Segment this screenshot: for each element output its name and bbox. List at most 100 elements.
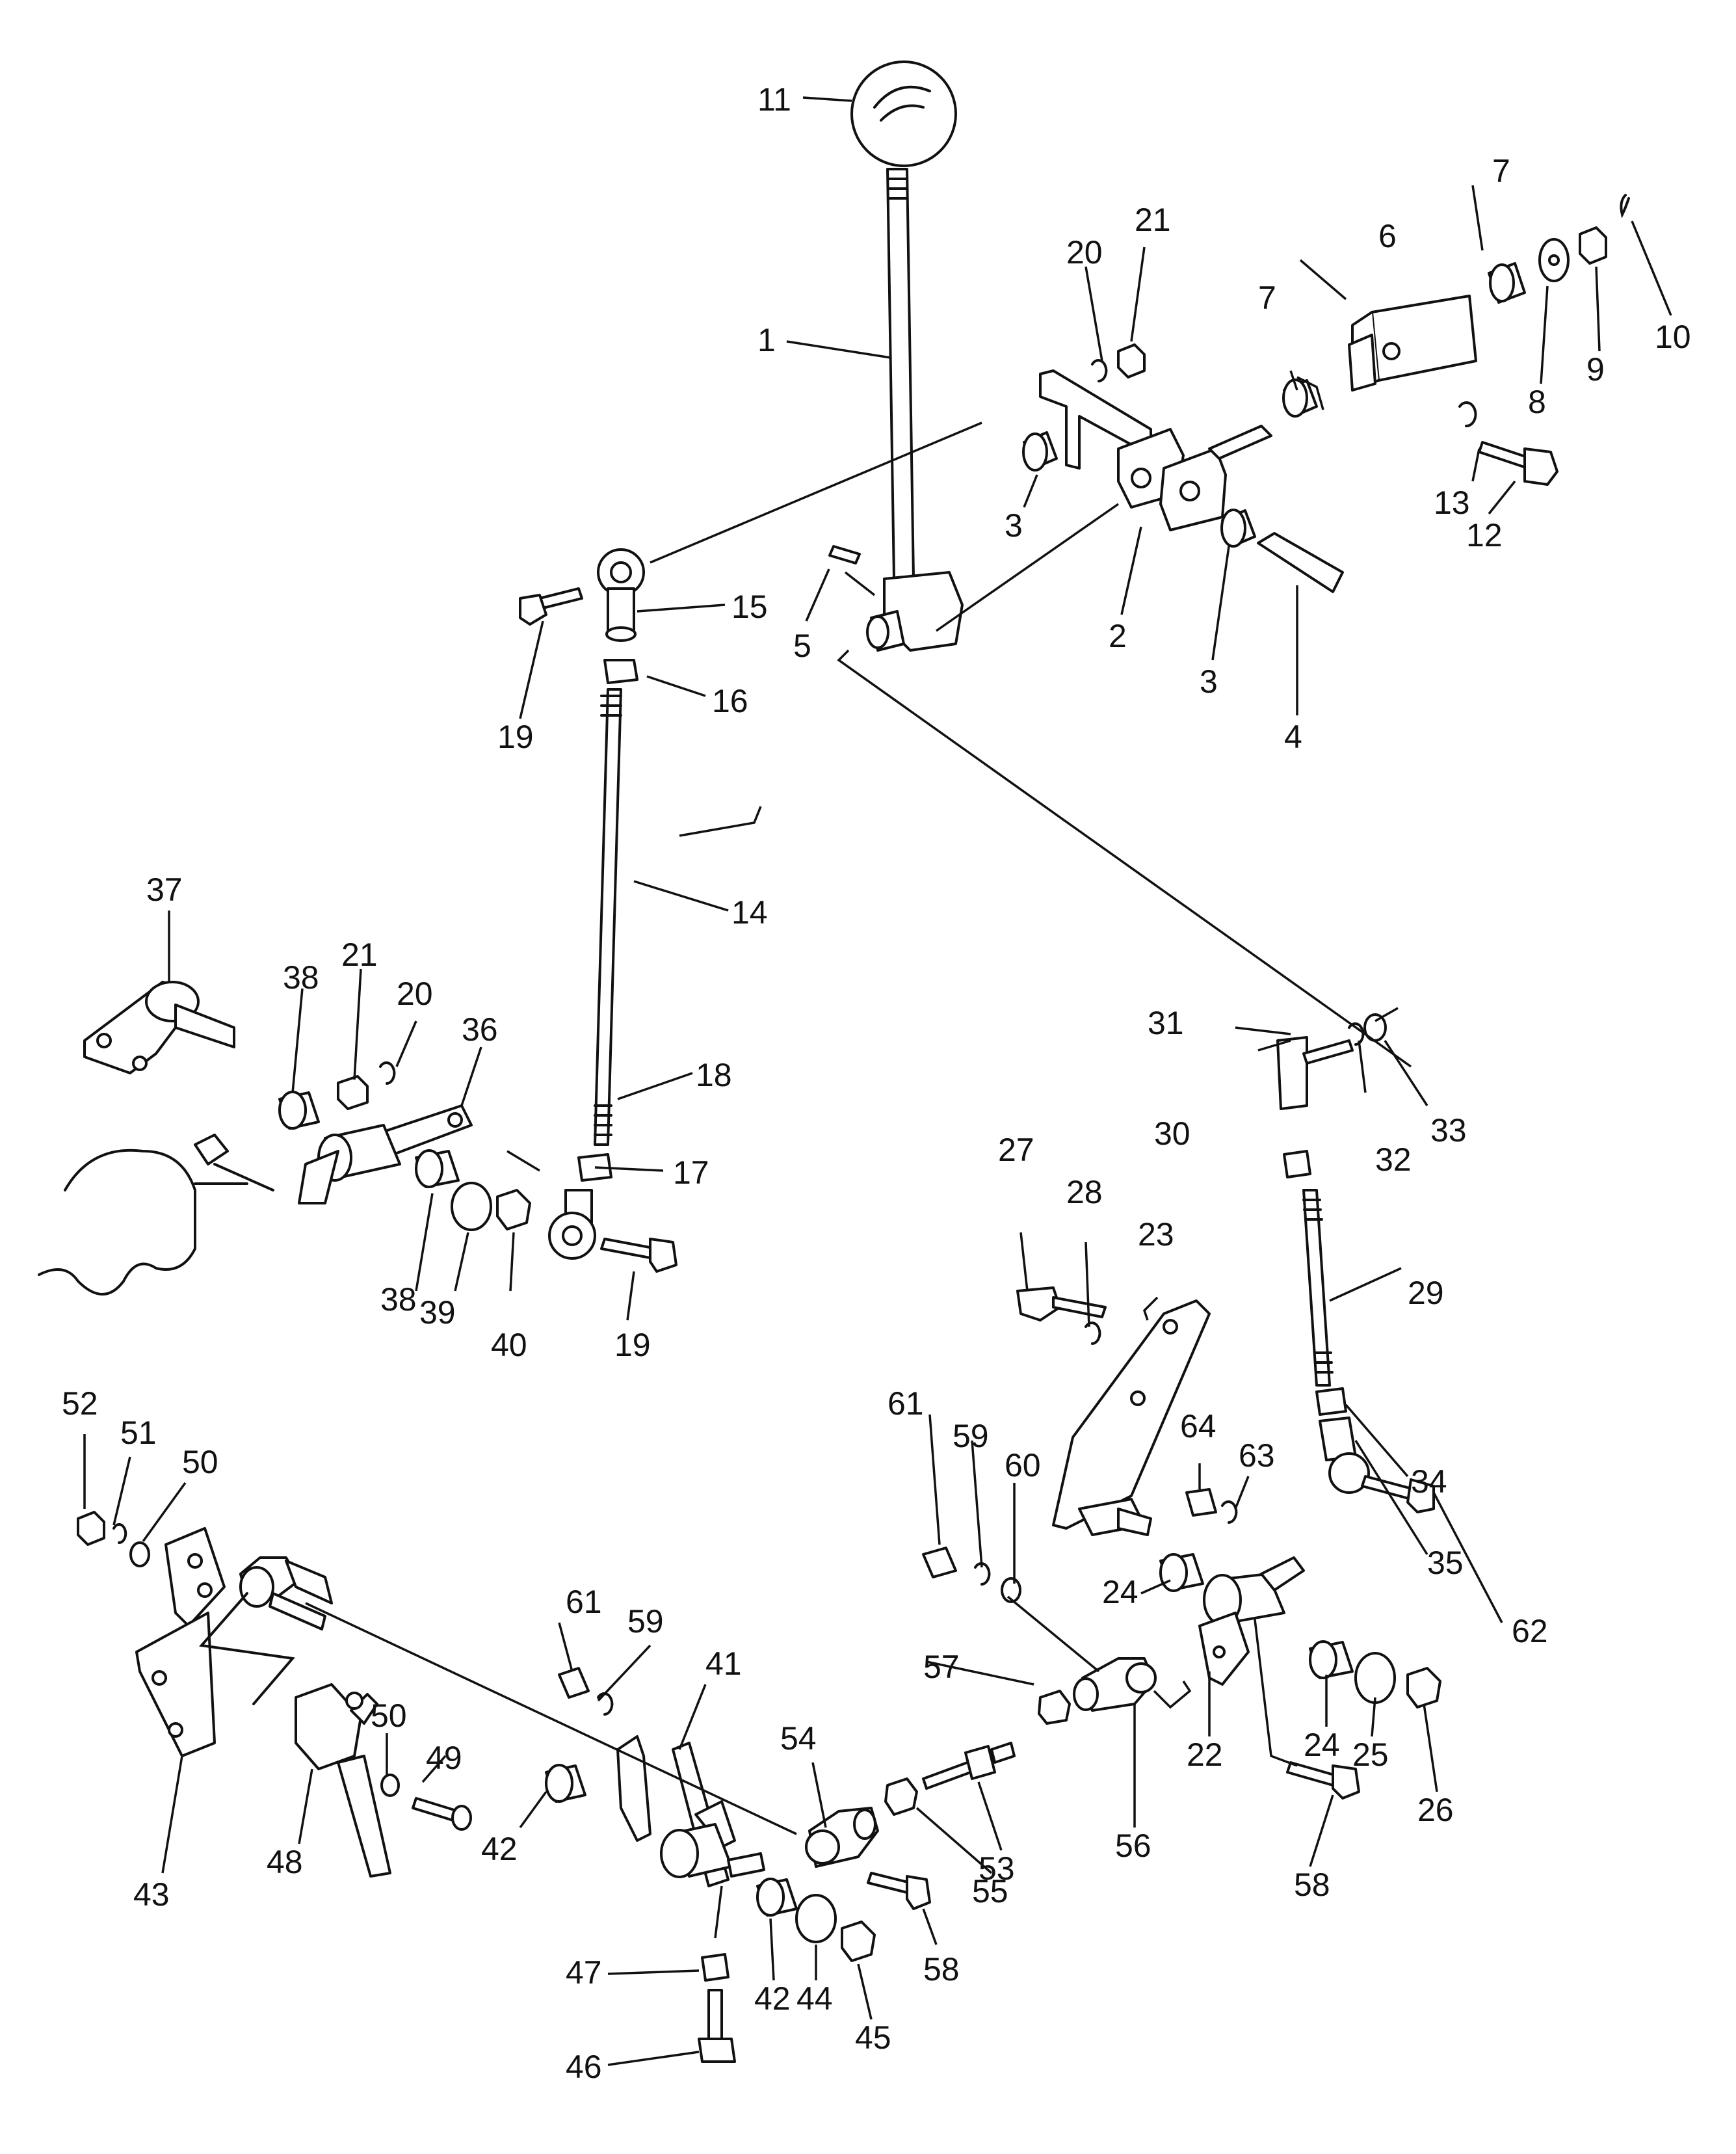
nut-9 bbox=[1579, 226, 1607, 265]
label-21-left: 21 bbox=[341, 937, 378, 973]
label-17: 17 bbox=[673, 1154, 709, 1191]
nut-26 bbox=[1406, 1667, 1441, 1709]
nut-21-top bbox=[1117, 343, 1146, 379]
label-52: 52 bbox=[62, 1385, 98, 1422]
label-42-low: 42 bbox=[754, 1980, 791, 2017]
label-63: 63 bbox=[1239, 1437, 1275, 1474]
label-14: 14 bbox=[731, 894, 768, 931]
nut-47 bbox=[701, 1953, 730, 1982]
clip-59-left bbox=[597, 1692, 614, 1716]
label-59-right: 59 bbox=[953, 1418, 989, 1454]
label-26: 26 bbox=[1417, 1792, 1454, 1828]
bolt-19-top bbox=[538, 587, 583, 609]
nut-55 bbox=[884, 1777, 918, 1816]
label-24-top: 24 bbox=[1102, 1574, 1138, 1610]
label-32: 32 bbox=[1375, 1141, 1412, 1178]
label-50-top: 50 bbox=[182, 1444, 218, 1480]
nut-61-left bbox=[558, 1667, 590, 1699]
label-15: 15 bbox=[731, 589, 768, 625]
label-28: 28 bbox=[1066, 1174, 1103, 1210]
label-45: 45 bbox=[855, 2019, 891, 2056]
washer-60 bbox=[1001, 1577, 1021, 1603]
label-19-low: 19 bbox=[614, 1327, 651, 1363]
assembly-lines bbox=[305, 421, 1412, 1835]
washer-50-top bbox=[129, 1541, 150, 1567]
label-39: 39 bbox=[419, 1294, 456, 1331]
label-35: 35 bbox=[1427, 1545, 1464, 1581]
rod-14-assembly bbox=[519, 548, 677, 1273]
label-3a: 3 bbox=[1005, 507, 1023, 544]
lower-lever-assembly bbox=[77, 1511, 1016, 2063]
washer-39 bbox=[451, 1182, 492, 1231]
clip-20-left bbox=[379, 1061, 396, 1085]
bolt-27 bbox=[1016, 1286, 1061, 1322]
knob-11 bbox=[850, 60, 957, 167]
bolt-62 bbox=[1361, 1475, 1415, 1500]
nut-34 bbox=[1315, 1387, 1347, 1416]
link-31 bbox=[1276, 1036, 1308, 1110]
nut-40 bbox=[496, 1189, 531, 1230]
label-7b: 7 bbox=[1492, 153, 1510, 189]
label-12: 12 bbox=[1466, 517, 1503, 553]
label-64: 64 bbox=[1180, 1408, 1217, 1444]
label-19-top: 19 bbox=[497, 719, 534, 755]
label-42-top: 42 bbox=[481, 1831, 518, 1867]
rod-29 bbox=[1302, 1189, 1331, 1387]
label-50-low: 50 bbox=[371, 1697, 407, 1734]
label-2: 2 bbox=[1109, 618, 1127, 654]
clip-63 bbox=[1221, 1500, 1238, 1524]
label-11: 11 bbox=[757, 81, 791, 118]
nut-30 bbox=[1283, 1150, 1311, 1178]
valve-body bbox=[38, 1149, 196, 1296]
label-56: 56 bbox=[1115, 1828, 1151, 1864]
label-49: 49 bbox=[426, 1740, 462, 1776]
label-38-low: 38 bbox=[380, 1281, 417, 1318]
label-62: 62 bbox=[1512, 1613, 1548, 1649]
label-36: 36 bbox=[462, 1011, 498, 1048]
label-51: 51 bbox=[120, 1415, 157, 1451]
label-3b: 3 bbox=[1200, 663, 1218, 700]
part-labels: 11 1 3 2 3 4 5 6 7 7 8 9 10 12 13 20 21 … bbox=[62, 81, 1691, 2085]
label-38-top: 38 bbox=[283, 959, 319, 996]
nut-57 bbox=[1038, 1690, 1071, 1725]
right-link-assembly bbox=[922, 1013, 1441, 1800]
label-31: 31 bbox=[1148, 1005, 1184, 1041]
lever-rod-1 bbox=[886, 168, 915, 580]
nut-61-right bbox=[922, 1547, 957, 1578]
label-24-low: 24 bbox=[1304, 1727, 1340, 1763]
label-58-low: 58 bbox=[923, 1951, 960, 1988]
label-4: 4 bbox=[1284, 719, 1302, 755]
label-8: 8 bbox=[1528, 384, 1546, 420]
label-20-top: 20 bbox=[1066, 234, 1103, 271]
bolt-58-lower bbox=[867, 1872, 912, 1894]
label-7a: 7 bbox=[1258, 280, 1276, 316]
cotter-pin-10 bbox=[1620, 194, 1630, 219]
label-59-left: 59 bbox=[627, 1603, 664, 1640]
label-5: 5 bbox=[793, 628, 811, 664]
label-25: 25 bbox=[1352, 1736, 1389, 1773]
label-61-left: 61 bbox=[566, 1584, 602, 1620]
washer-44 bbox=[795, 1894, 837, 1943]
label-60: 60 bbox=[1005, 1447, 1041, 1483]
label-54: 54 bbox=[780, 1720, 817, 1757]
label-34: 34 bbox=[1411, 1463, 1447, 1500]
label-9: 9 bbox=[1586, 351, 1605, 388]
label-43: 43 bbox=[133, 1876, 170, 1913]
leader-lines bbox=[83, 96, 1672, 2066]
nut-45 bbox=[841, 1921, 876, 1962]
label-13: 13 bbox=[1434, 485, 1470, 521]
control-lever-assembly bbox=[828, 60, 1630, 652]
bracket-43 bbox=[164, 1527, 226, 1627]
label-27: 27 bbox=[998, 1132, 1034, 1168]
label-20-left: 20 bbox=[397, 976, 433, 1012]
bolt-46 bbox=[707, 1989, 723, 2040]
label-6: 6 bbox=[1378, 218, 1397, 254]
label-47: 47 bbox=[566, 1954, 602, 1991]
clip-13 bbox=[1458, 401, 1477, 428]
label-58-right: 58 bbox=[1294, 1867, 1330, 1903]
clip-51 bbox=[112, 1523, 127, 1545]
label-10: 10 bbox=[1655, 319, 1691, 355]
rod-14 bbox=[594, 688, 622, 1146]
clip-28 bbox=[1085, 1322, 1101, 1345]
